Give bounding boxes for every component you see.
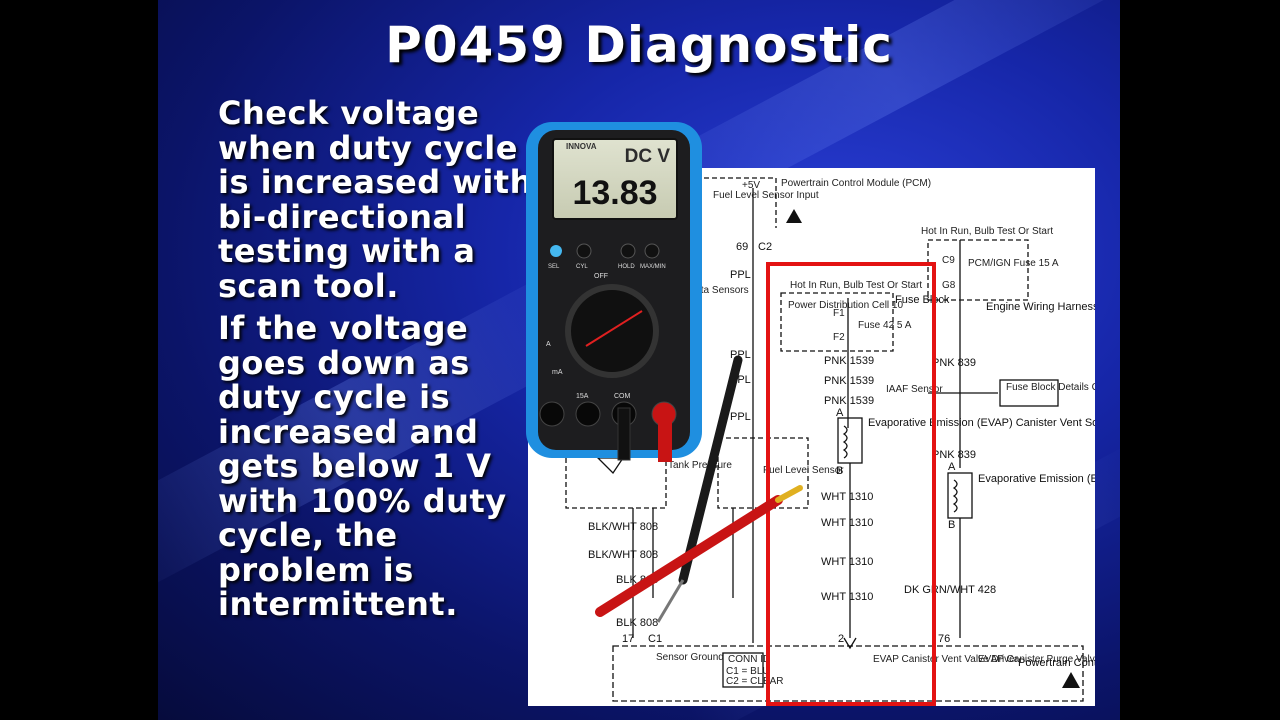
sel-button-icon	[550, 245, 562, 257]
pnk-1539-a: PNK 1539	[824, 355, 874, 367]
terminal-label-15a: 15A	[576, 393, 589, 400]
f2-label: F2	[833, 332, 845, 343]
blk-wht-808-a: BLK/WHT 808	[588, 521, 658, 533]
pin-76: 76	[938, 633, 950, 645]
red-probe	[595, 495, 783, 617]
terminal-label-com: COM	[614, 393, 631, 400]
hot-in-run-label: Hot In Run, Bulb Test Or Start	[790, 280, 922, 291]
data-sensors-label: Data Sensors	[688, 285, 749, 296]
pin-a-vent: A	[836, 407, 844, 419]
ppl-wire-1: PPL	[730, 269, 751, 281]
pnk-839-b: PNK 839	[932, 449, 976, 461]
meter-button-label: MAX/MIN	[640, 264, 666, 270]
red-probe-tip	[775, 485, 803, 503]
connector-c1: C1	[648, 633, 662, 645]
conn-id-label: CONN ID	[728, 654, 770, 665]
connector-c2: C2	[758, 241, 772, 253]
hold-button-icon	[620, 243, 636, 259]
wht-1310-d: WHT 1310	[821, 591, 873, 603]
pin-b-vent: B	[836, 465, 843, 477]
c9-label: C9	[942, 255, 955, 266]
f1-label: F1	[833, 308, 845, 319]
red-lead-plug	[658, 406, 672, 462]
blk-808-b: BLK 808	[616, 617, 658, 629]
pnk-1539-b: PNK 1539	[824, 375, 874, 387]
cyl-button-icon	[576, 243, 592, 259]
rotary-dial	[565, 284, 659, 378]
black-probe	[678, 355, 743, 585]
evap-purge-driver: EVAP Canister Purge Valve Driver	[978, 654, 1095, 665]
blk-wht-808-b: BLK/WHT 808	[588, 549, 658, 561]
black-probe-tip	[656, 579, 685, 623]
meter-reading: 13.83	[572, 174, 658, 212]
meter-button-label: CYL	[576, 264, 588, 270]
meter-button-label: HOLD	[618, 264, 635, 270]
jack-ma	[539, 401, 565, 427]
meter-button-label: SEL	[548, 264, 560, 270]
test-probes	[595, 355, 803, 623]
g8-label: G8	[942, 280, 956, 291]
fuse-block-label: Fuse Block	[895, 294, 950, 306]
black-lead-plug	[617, 407, 631, 461]
pin-b-purge: B	[948, 519, 955, 531]
pin-17: 17	[622, 633, 634, 645]
iaaf-sensor: IAAF Sensor	[886, 384, 943, 395]
jack-15a	[575, 401, 601, 427]
meter-brand: INNOVA	[566, 142, 597, 151]
pcm-title: Powertrain Control Module (PCM)	[781, 178, 931, 189]
pcm-bottom-label: Powertrain Control Module (PCM)	[1018, 657, 1095, 669]
fuse-42: Fuse 42 5 A	[858, 320, 912, 331]
sensor-ground-label: Sensor Ground	[656, 652, 724, 663]
pin-2: 2	[838, 633, 844, 645]
evap-vent-driver: EVAP Canister Vent Valve Driver	[873, 654, 1019, 665]
pcm-ign-fuse: PCM/IGN Fuse 15 A	[968, 258, 1059, 269]
slide-background: P0459 Diagnostic Check voltage when duty…	[158, 0, 1120, 720]
pnk-839-a: PNK 839	[932, 357, 976, 369]
evap-vent-label: Evaporative Emission (EVAP) Canister Ven…	[868, 417, 1095, 429]
dial-label-off: OFF	[594, 273, 608, 280]
highlight-box	[766, 262, 936, 706]
c2-clear-label: C2 = CLEAR	[726, 676, 784, 687]
fuel-sensor-input: Fuel Level Sensor Input	[713, 190, 819, 201]
meter-display: DC V 13.83	[552, 138, 678, 220]
body-paragraph-1: Check voltage when duty cycle is increas…	[218, 94, 533, 305]
hot-in-run-label-right: Hot In Run, Bulb Test Or Start	[921, 226, 1053, 237]
slide-body: Check voltage when duty cycle is increas…	[218, 96, 538, 630]
fuel-level-sensor-label: Fuel Level Sensor	[763, 465, 844, 476]
power-distribution-cell-10: Power Distribution Cell 10	[788, 300, 903, 311]
c1-blu-label: C1 = BLU	[726, 666, 770, 677]
dial-label-a: A	[546, 341, 551, 348]
wht-1310-a: WHT 1310	[821, 491, 873, 503]
wht-1310-b: WHT 1310	[821, 517, 873, 529]
evap-purge-label: Evaporative Emission (EVAP) Canister Sol…	[978, 473, 1095, 485]
pin-a-purge: A	[948, 461, 956, 473]
body-paragraph-2: If the voltage goes down as duty cycle i…	[218, 309, 507, 623]
ppl-wire-4: PPL	[730, 411, 751, 423]
dial-label-ma: mA	[552, 369, 563, 376]
pnk-1539-c: PNK 1539	[824, 395, 874, 407]
v5-label: +5V	[742, 180, 760, 191]
slide-title: P0459 Diagnostic	[385, 16, 893, 74]
engine-harness-label: Engine Wiring Harness Junction Block 1	[986, 301, 1095, 313]
fuse-block-details: Fuse Block Details Cell 11	[1006, 382, 1095, 393]
maxmin-button-icon	[644, 243, 660, 259]
wht-1310-c: WHT 1310	[821, 556, 873, 568]
wiring-schematic: Powertrain Control Module (PCM) Fuel Lev…	[565, 177, 1095, 706]
warning-triangle-icon	[786, 209, 802, 223]
meter-unit: DC V	[624, 146, 670, 167]
tank-pressure-label: Tank Pressure	[668, 460, 732, 471]
warning-triangle-icon	[1062, 672, 1080, 688]
dial-pointer	[585, 310, 643, 347]
pin-69: 69	[736, 241, 748, 253]
dk-grn-wht-428: DK GRN/WHT 428	[904, 584, 996, 596]
